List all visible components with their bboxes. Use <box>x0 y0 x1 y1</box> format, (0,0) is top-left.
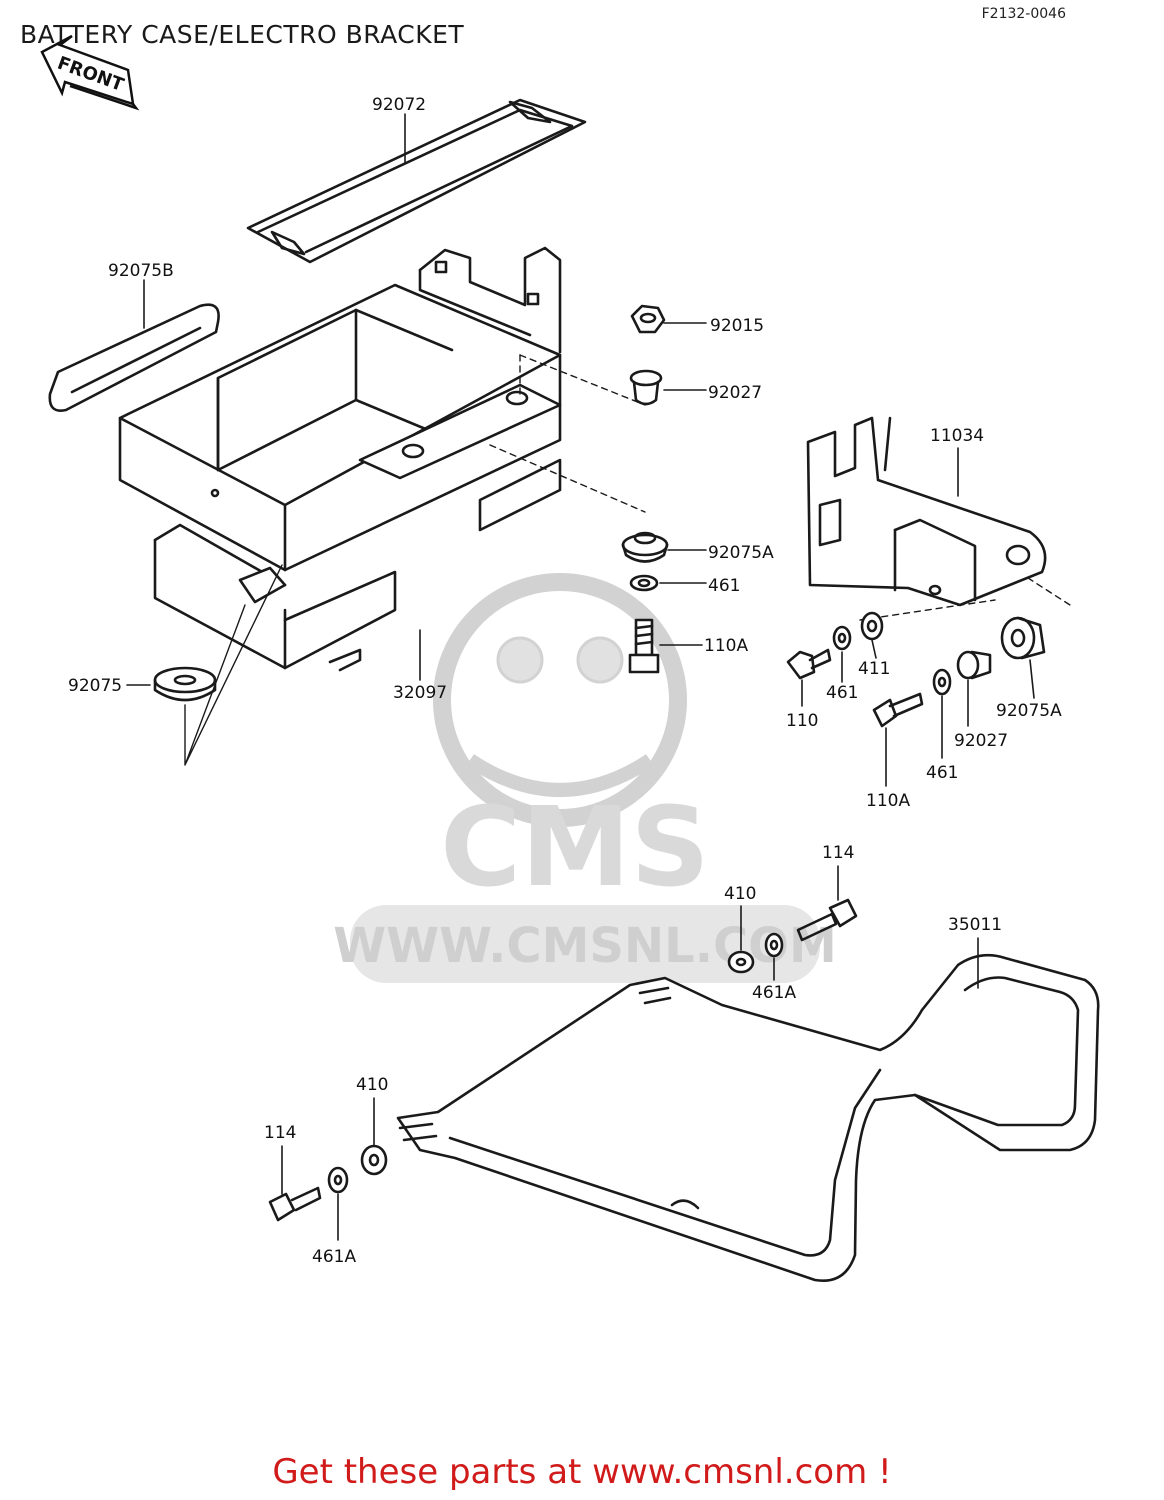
label-35011: 35011 <box>948 915 1002 935</box>
label-110A: 110A <box>704 636 748 656</box>
footer-link[interactable]: Get these parts at www.cmsnl.com ! <box>272 1452 892 1492</box>
label-461-lower: 461 <box>926 763 958 783</box>
diagram-reference: F2132-0046 <box>981 6 1066 22</box>
washer-461-right <box>832 625 852 651</box>
damper-92075A-right <box>1000 616 1046 660</box>
label-92075A: 92075A <box>708 543 774 563</box>
washer-410-lower <box>360 1144 388 1176</box>
bolt-110A <box>628 618 660 674</box>
label-92027: 92027 <box>708 383 762 403</box>
watermark-brand: CMS <box>440 783 709 911</box>
label-110: 110 <box>786 711 818 731</box>
label-461: 461 <box>708 576 740 596</box>
collar-92027 <box>629 369 663 406</box>
bolt-114-lower <box>268 1186 322 1222</box>
watermark-url: WWW.CMSNL.COM <box>333 918 837 974</box>
grommet-92075 <box>153 666 217 702</box>
washer-461 <box>629 574 659 592</box>
washer-410-upper <box>727 950 755 974</box>
label-11034: 11034 <box>930 426 984 446</box>
label-92015: 92015 <box>710 316 764 336</box>
label-461-right: 461 <box>826 683 858 703</box>
label-411: 411 <box>858 659 890 679</box>
lockwasher-461A-lower <box>327 1166 349 1194</box>
label-461A-upper: 461A <box>752 983 796 1003</box>
watermark-logo: CMS WWW.CMSNL.COM <box>333 573 837 983</box>
bolt-110 <box>786 648 832 680</box>
lockwasher-461A-upper <box>764 932 784 958</box>
front-arrow-icon: FRONT <box>40 34 140 111</box>
part-labels: 92072 92075B 92015 92027 11034 92075A 46… <box>68 95 1062 1267</box>
label-114-upper: 114 <box>822 843 854 863</box>
label-92075B: 92075B <box>108 261 174 281</box>
electro-bracket <box>806 416 1047 607</box>
battery-pad <box>48 303 220 412</box>
label-92075A-right: 92075A <box>996 701 1062 721</box>
nut-92015 <box>630 304 666 334</box>
battery-case <box>118 246 562 672</box>
battery-strap <box>246 98 587 264</box>
label-410-upper: 410 <box>724 884 756 904</box>
bolt-110A-right <box>872 692 924 728</box>
label-410-lower: 410 <box>356 1075 388 1095</box>
label-92075: 92075 <box>68 676 122 696</box>
collar-92027-right <box>956 650 992 680</box>
label-114-lower: 114 <box>264 1123 296 1143</box>
mounting-bar <box>396 953 1100 1283</box>
bolt-114-upper <box>796 898 858 942</box>
label-92072: 92072 <box>372 95 426 115</box>
washer-411 <box>860 611 884 641</box>
washer-461-lower <box>932 668 952 696</box>
label-110A-right: 110A <box>866 791 910 811</box>
page-title: BATTERY CASE/ELECTRO BRACKET <box>20 20 465 49</box>
label-32097: 32097 <box>393 683 447 703</box>
label-92027-right: 92027 <box>954 731 1008 751</box>
damper-92075A <box>621 531 669 563</box>
label-461A-lower: 461A <box>312 1247 356 1267</box>
